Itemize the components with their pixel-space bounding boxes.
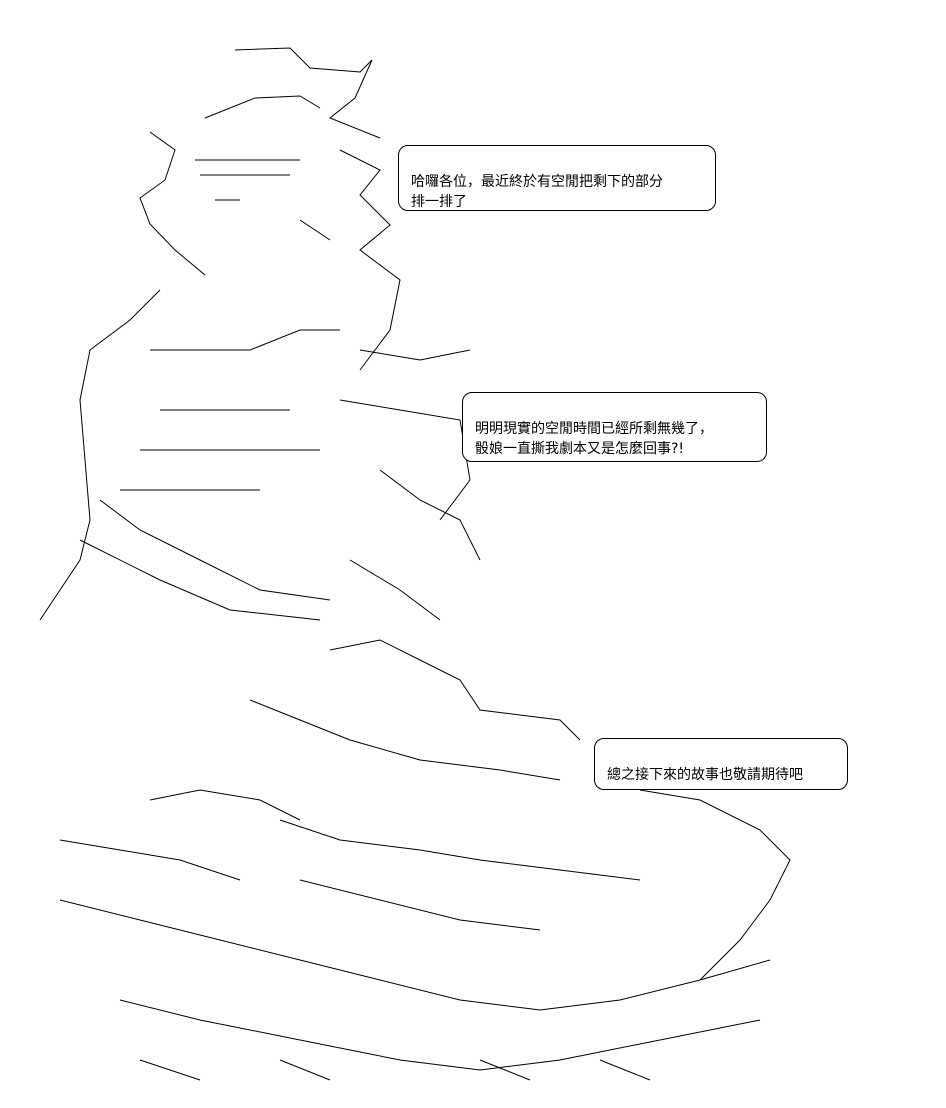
speech-bubble-3: 總之接下來的故事也敬請期待吧 [594, 738, 848, 790]
speech-bubble-1: 哈囉各位，最近終於有空閒把剩下的部分 排一排了 [398, 145, 716, 211]
lower-shoulders [249, 699, 561, 781]
speech-bubble-3-text: 總之接下來的故事也敬請期待吧 [607, 767, 803, 783]
lower-hair [329, 639, 581, 741]
hat-brim [204, 95, 321, 119]
lower-feet [139, 1059, 651, 1081]
lower-torso [279, 819, 641, 931]
speech-bubble-2: 明明現實的空閒時間已經所剩無幾了， 骰娘一直撕我劇本又是怎麼回事?! [462, 392, 767, 462]
hat-outline [234, 47, 381, 139]
face-features [195, 159, 331, 241]
lower-hem [119, 999, 761, 1071]
hand-right [339, 349, 471, 521]
body-left [39, 289, 161, 621]
robe-lines [79, 499, 331, 621]
face-outline [139, 131, 206, 276]
lower-skirt [59, 899, 771, 1011]
robe-right [349, 469, 481, 621]
lower-right-limb [639, 789, 791, 981]
body-center [120, 329, 340, 491]
speech-bubble-1-text: 哈囉各位，最近終於有空閒把剩下的部分 排一排了 [411, 174, 663, 210]
speech-bubble-2-text: 明明現實的空閒時間已經所剩無幾了， 骰娘一直撕我劇本又是怎麼回事?! [475, 421, 713, 457]
hair-right [339, 149, 401, 371]
lower-arm-left [59, 789, 301, 881]
